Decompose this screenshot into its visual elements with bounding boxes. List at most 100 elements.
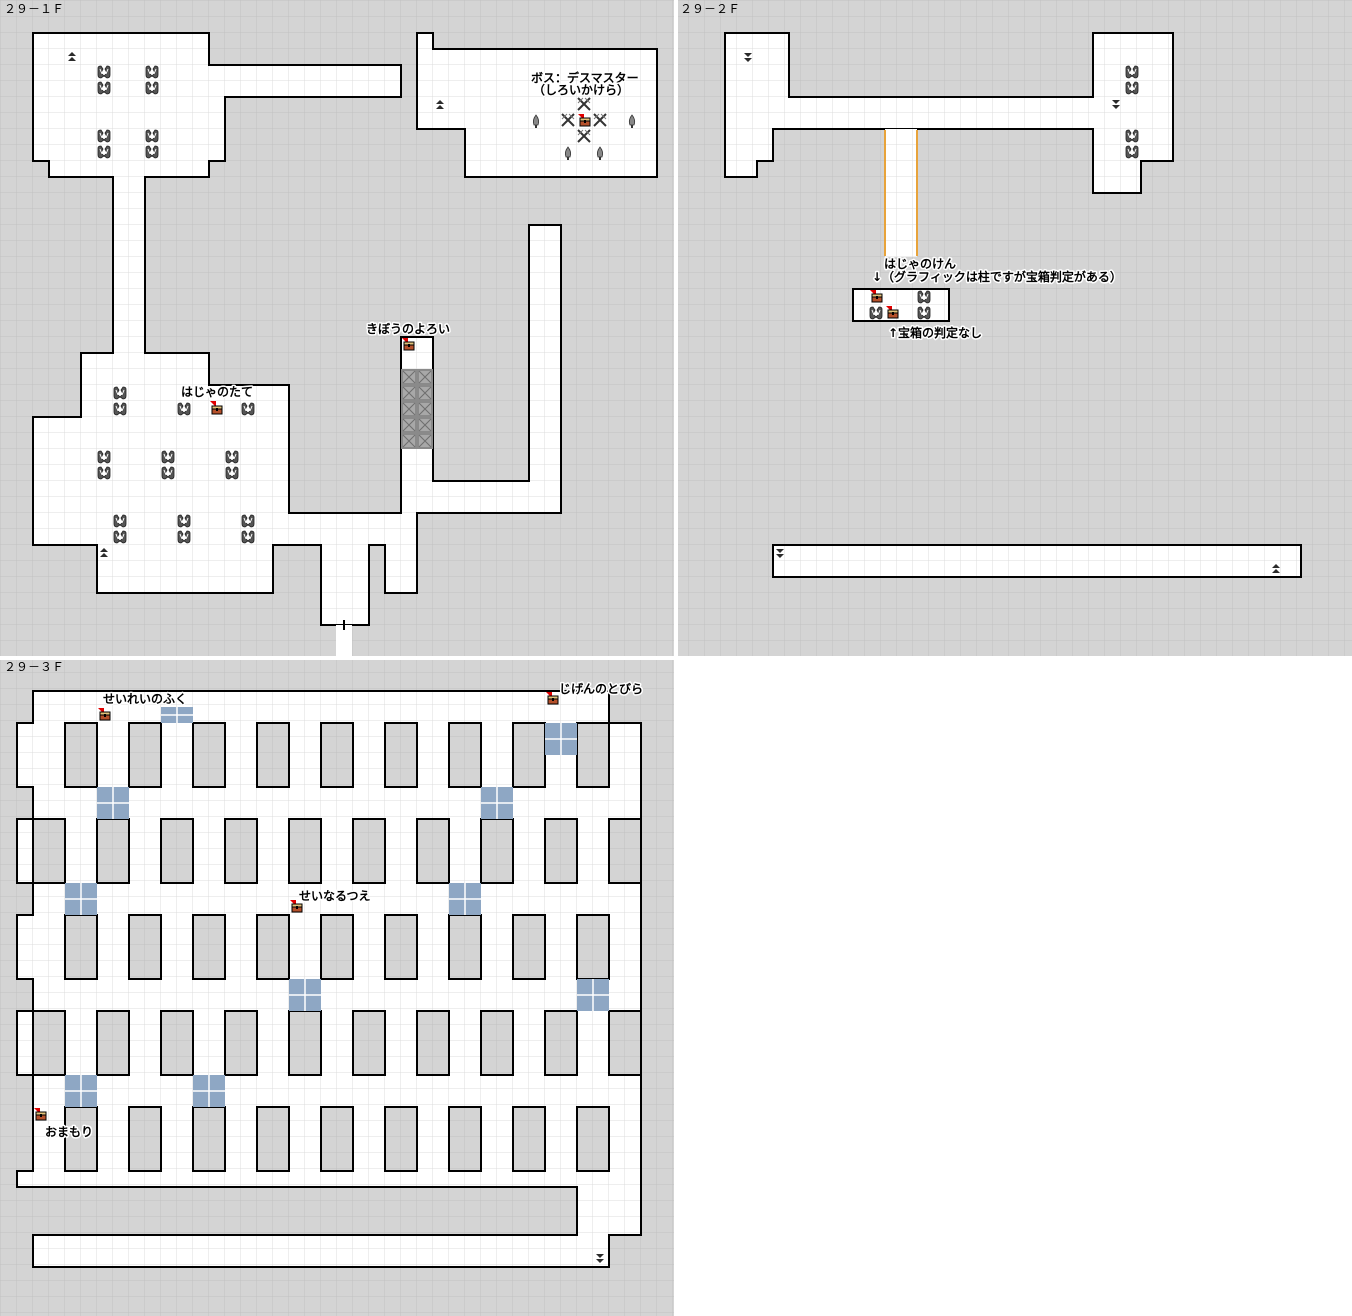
pillar xyxy=(32,818,66,884)
statue-icon xyxy=(225,466,239,480)
warp-tile-grid xyxy=(65,883,97,915)
pillar xyxy=(160,1010,194,1076)
warp-tile-grid xyxy=(193,1075,225,1107)
treasure-label-kibou: きぼうのよろい xyxy=(366,322,450,336)
statue-icon xyxy=(177,402,191,416)
pillar xyxy=(64,914,98,980)
warp-tile-grid xyxy=(545,723,577,755)
pillar xyxy=(320,1106,354,1172)
statue-icon xyxy=(1125,65,1139,79)
treasure-label-omamori: おまもり xyxy=(45,1125,93,1139)
stairs-down-icon xyxy=(596,1254,604,1263)
statue-icon xyxy=(145,145,159,159)
bridge xyxy=(885,129,917,257)
torch-icon xyxy=(564,146,572,160)
warp-tile-grid xyxy=(289,979,321,1011)
crossed-swords-icon xyxy=(577,97,591,111)
pillar xyxy=(160,818,194,884)
treasure-label-seirei: せいれいのふく xyxy=(103,692,187,706)
crossed-swords-icon xyxy=(593,113,607,127)
stairs-up-icon xyxy=(1272,564,1280,573)
statue-icon xyxy=(241,530,255,544)
pillar xyxy=(608,1010,642,1076)
statue-icon xyxy=(97,145,111,159)
pillar xyxy=(192,1106,226,1172)
pillar xyxy=(480,1010,514,1076)
pillar xyxy=(384,722,418,788)
floor-3-title: ２９－３Ｆ xyxy=(4,660,64,674)
torch-icon xyxy=(532,114,540,128)
pillar xyxy=(128,914,162,980)
treasure-chest-icon xyxy=(547,695,559,705)
warp-tile-grid xyxy=(577,979,609,1011)
pillar xyxy=(384,1106,418,1172)
statue-icon xyxy=(917,290,931,304)
pillar xyxy=(320,722,354,788)
statue-icon xyxy=(161,450,175,464)
warp-tile-grid xyxy=(97,787,129,819)
torch-icon xyxy=(596,146,604,160)
statue-icon xyxy=(145,65,159,79)
statue-icon xyxy=(113,530,127,544)
damage-floor xyxy=(401,369,433,449)
crossed-swords-icon xyxy=(561,113,575,127)
pillar xyxy=(192,914,226,980)
pillar xyxy=(352,818,386,884)
pillar xyxy=(128,722,162,788)
graphic-note-label: ↓（グラフィックは柱ですが宝箱判定がある） xyxy=(872,269,1122,284)
statue-icon xyxy=(161,466,175,480)
pillar xyxy=(224,818,258,884)
stairs-up-icon xyxy=(436,100,444,109)
pillar xyxy=(512,1106,546,1172)
pillar xyxy=(224,1010,258,1076)
boss-drop-label: （しろいかけら） xyxy=(533,82,629,97)
pillar-grid xyxy=(32,722,642,1172)
statue-icon xyxy=(145,129,159,143)
pillar xyxy=(320,914,354,980)
floor-1-entrance xyxy=(336,625,352,656)
pillar xyxy=(96,818,130,884)
pillar xyxy=(448,1106,482,1172)
floor-2-upper-area xyxy=(724,32,1174,194)
pillar xyxy=(64,722,98,788)
warp-tile-grid xyxy=(65,1075,97,1107)
statue-icon xyxy=(97,466,111,480)
statue-icon xyxy=(225,450,239,464)
treasure-label-seinaru: せいなるつえ xyxy=(299,889,371,903)
stairs-up-icon xyxy=(100,548,108,557)
statue-icon xyxy=(97,81,111,95)
statue-icon xyxy=(97,450,111,464)
statue-icon xyxy=(97,129,111,143)
statue-icon xyxy=(113,402,127,416)
statue-icon xyxy=(917,306,931,320)
pillar xyxy=(576,722,610,788)
pillar xyxy=(288,818,322,884)
torch-icon xyxy=(628,114,636,128)
pillar xyxy=(256,1106,290,1172)
statue-icon xyxy=(1125,145,1139,159)
treasure-chest-icon xyxy=(579,117,591,127)
treasure-chest-icon xyxy=(211,405,223,415)
pillar xyxy=(512,722,546,788)
statue-icon xyxy=(97,65,111,79)
pillar xyxy=(384,914,418,980)
treasure-chest-icon xyxy=(871,293,883,303)
pillar xyxy=(608,818,642,884)
statue-icon xyxy=(241,514,255,528)
pillar xyxy=(256,722,290,788)
pillar xyxy=(416,818,450,884)
map-icons xyxy=(34,52,1280,1263)
treasure-chest-icon xyxy=(99,711,111,721)
stairs-down-icon xyxy=(776,549,784,558)
statue-icon xyxy=(113,386,127,400)
statue-icon xyxy=(1125,129,1139,143)
statue-icon xyxy=(177,530,191,544)
statue-icon xyxy=(1125,81,1139,95)
pillar xyxy=(448,722,482,788)
no-chest-note-label: ↑宝箱の判定なし xyxy=(888,325,982,340)
floor-2-lower-corridor xyxy=(772,544,1302,578)
floor-1-boss-room xyxy=(416,32,658,178)
statue-icon xyxy=(177,514,191,528)
warp-tile-grid xyxy=(449,883,481,915)
